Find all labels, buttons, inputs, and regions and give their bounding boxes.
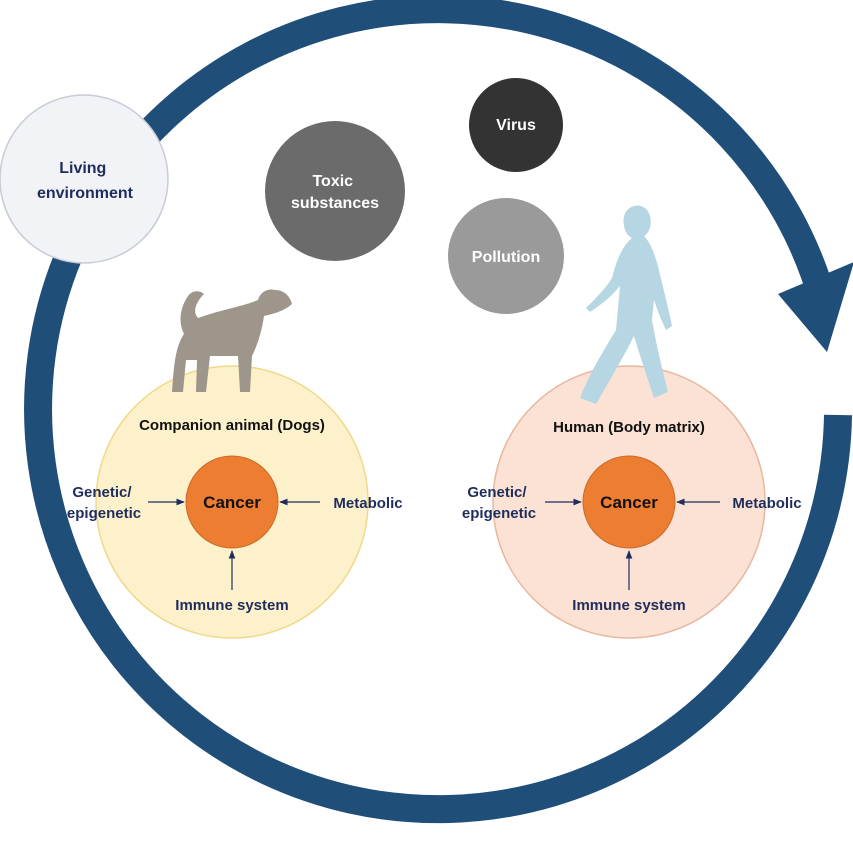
living-environment-node: Living environment [0,94,169,264]
human-genetic-line1: Genetic/ [467,484,527,501]
svg-text:Living environment: Living environment [37,160,134,202]
human-genetic-line2: epigenetic [462,505,536,522]
pollution-label: Pollution [472,249,540,266]
toxic-substances-node: Toxic substances [265,121,405,261]
walking-human-icon [580,205,672,404]
dog-genetic-line1: Genetic/ [72,484,132,501]
dog-metabolic-label: Metabolic [333,495,402,512]
dog-immune-label: Immune system [175,597,288,614]
environment-label-line1: Living [59,160,106,177]
human-metabolic-label: Metabolic [732,495,801,512]
svg-text:Genetic/ epigenetic: Genetic/ epigenetic [462,484,536,522]
cycle-arrow [24,0,853,824]
dog-panel-title: Companion animal (Dogs) [139,417,325,434]
dog-silhouette-icon [172,289,292,392]
pollution-node: Pollution [448,198,564,314]
human-panel-title: Human (Body matrix) [553,419,705,436]
dog-panel: Companion animal (Dogs) Cancer Genetic/ … [67,289,403,639]
human-immune-label: Immune system [572,597,685,614]
svg-text:Toxic substances: Toxic substances [291,173,379,212]
virus-label: Virus [496,117,536,134]
environment-label-line2: environment [37,185,134,202]
toxic-label-line1: Toxic [312,173,353,190]
human-cancer-label: Cancer [600,493,658,512]
virus-node: Virus [469,78,563,172]
svg-text:Genetic/ epigenetic: Genetic/ epigenetic [67,484,141,522]
dog-cancer-label: Cancer [203,493,261,512]
human-panel: Human (Body matrix) Cancer Genetic/ epig… [462,205,802,639]
toxic-label-line2: substances [291,195,379,212]
dog-genetic-line2: epigenetic [67,505,141,522]
